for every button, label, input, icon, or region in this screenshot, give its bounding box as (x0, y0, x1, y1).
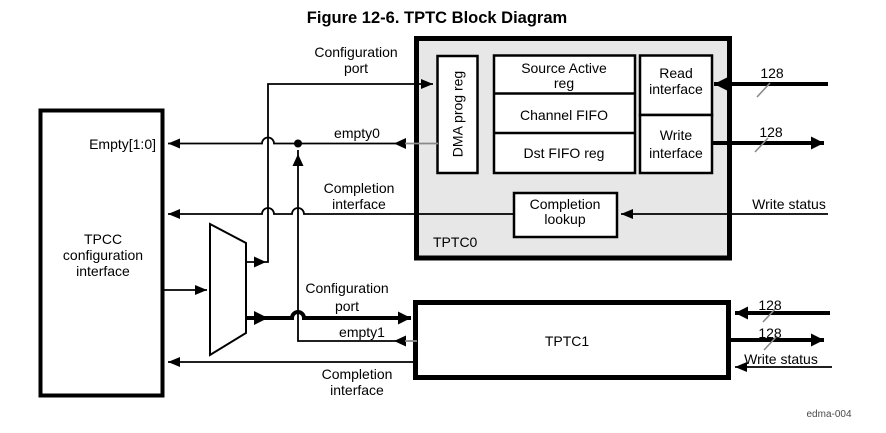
dma-prog-reg-box (436, 54, 479, 175)
label-completion-lookup-line2: lookup (544, 211, 585, 227)
label-empty1: empty1 (339, 324, 385, 340)
label-dst-fifo-reg: Dst FIFO reg (524, 145, 605, 161)
label-bus128-tptc0-in: 128 (760, 65, 784, 81)
bus-slash-tptc0-in (756, 82, 771, 98)
label-bus128-tptc1-out: 128 (758, 325, 782, 341)
label-write-status-tptc0: Write status (752, 196, 826, 212)
label-write-status-tptc1: Write status (744, 351, 818, 367)
completion-lookup-box (512, 191, 619, 239)
label-write-interface-line1: Write (660, 127, 693, 143)
label-completion-tptc0-line2: interface (332, 196, 386, 212)
label-tpcc-line1: TPCC (84, 231, 122, 247)
label-bus128-tptc0-out: 128 (759, 124, 783, 140)
label-completion-tptc1-line1: Completion (322, 366, 393, 382)
read-interface-box (638, 54, 714, 117)
arrowhead-mux-lower-out (254, 311, 268, 325)
write-interface-box (638, 113, 714, 175)
arrowhead-empty0 (394, 138, 406, 149)
label-config-port-tptc0-line1: Configuration (314, 44, 397, 60)
label-empty-flag: Empty[1:0] (89, 136, 156, 152)
figure-footnote: edma-004 (806, 409, 851, 420)
label-tpcc-line3: interface (76, 263, 130, 279)
junction-dot-empty (294, 139, 302, 148)
label-read-interface-line2: interface (649, 81, 703, 97)
label-tptc1: TPTC1 (545, 333, 590, 349)
label-dma-prog-reg: DMA prog reg (450, 71, 466, 157)
wire-completion-tptc0 (168, 207, 513, 219)
arrowhead-mux-upper-out (254, 256, 266, 268)
register-stack-box (492, 54, 637, 175)
figure-title: Figure 12-6. TPTC Block Diagram (307, 9, 567, 27)
wire-config-port-tptc1 (247, 310, 411, 325)
label-tptc0: TPTC0 (433, 234, 478, 250)
tptc1-block (413, 300, 731, 380)
tpcc-block (38, 108, 165, 398)
wire-empty1 (297, 150, 396, 342)
bus-slash-tptc1-in (762, 307, 777, 323)
label-bus128-tptc1-in: 128 (758, 297, 782, 313)
arrowhead-empty1 (394, 335, 406, 347)
mux-selector-shape (209, 222, 247, 357)
label-source-active-line1: Source Active (521, 60, 607, 76)
label-config-port-tptc1-line2: port (335, 298, 359, 314)
label-read-interface-line1: Read (659, 65, 692, 81)
wire-config-port-tptc0 (247, 79, 433, 263)
label-completion-tptc1-line2: interface (330, 382, 384, 398)
label-config-port-tptc0-line2: port (344, 60, 368, 76)
bus-slash-tptc0-out (754, 137, 769, 153)
arrowhead-empty-merge-up (292, 154, 304, 166)
label-write-interface-line2: interface (649, 145, 703, 161)
label-tpcc-line2: configuration (63, 247, 143, 263)
wire-empty0 (168, 136, 396, 149)
label-empty0: empty0 (334, 125, 380, 141)
label-config-port-tptc1-line1: Configuration (305, 280, 388, 296)
label-completion-tptc0-line1: Completion (324, 180, 395, 196)
label-source-active-line2: reg (554, 75, 574, 91)
label-channel-fifo: Channel FIFO (520, 107, 608, 123)
label-completion-lookup-line1: Completion (530, 196, 601, 212)
bus-slash-tptc1-out (763, 335, 778, 351)
